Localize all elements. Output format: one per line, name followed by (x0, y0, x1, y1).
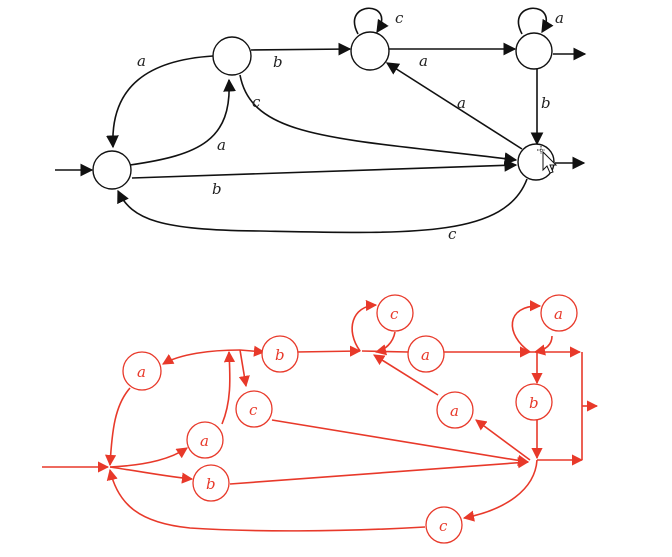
svg-text:a: a (137, 363, 146, 381)
red-rail-to-n1 (162, 349, 241, 365)
svg-text:b: b (529, 394, 539, 412)
red-node-9: a (436, 391, 474, 429)
red-node-3: c (376, 294, 414, 332)
label-e4: c (252, 93, 261, 111)
automaton-diagram: a b a c b c a a a b c (55, 7, 587, 243)
red-rail-to-n6 (238, 349, 250, 388)
svg-text:c: c (390, 305, 399, 323)
svg-text:a: a (450, 402, 459, 420)
red-n4-up (221, 350, 236, 425)
svg-text:a: a (200, 432, 209, 450)
red-n5-to-hub (229, 457, 530, 485)
red-hub-to-n9 (475, 419, 531, 461)
red-top-rail (239, 345, 266, 357)
label-e5: b (212, 180, 222, 198)
label-e10: b (541, 94, 551, 112)
state-q2 (350, 31, 390, 71)
red-node-6: c (235, 390, 273, 428)
red-node-1: a (122, 351, 162, 391)
label-e3: a (217, 136, 226, 154)
red-n6-to-hub (271, 419, 530, 466)
red-node-10: b (515, 383, 553, 421)
state-q3 (515, 32, 553, 70)
red-n3-out (374, 331, 396, 356)
label-e2: b (273, 53, 283, 71)
edge-q0-q4-b (131, 158, 518, 179)
red-n8-loop (511, 300, 542, 353)
red-junction-to-n4 (109, 447, 188, 468)
red-node-8: a (540, 294, 578, 332)
red-hub-to-n11 (462, 459, 538, 522)
red-n2-right (295, 345, 362, 357)
edge-q1-q2-b (250, 42, 352, 56)
red-n9-to-n7 (373, 354, 439, 396)
red-n8-out (533, 335, 553, 356)
edge-q1-q4-c (239, 74, 518, 165)
label-e9: a (457, 94, 466, 112)
red-n11-back (106, 468, 426, 532)
red-node-11: c (425, 506, 463, 544)
edge-q1-q0-a (106, 55, 214, 149)
label-e7: a (419, 52, 428, 70)
red-to-n7 (361, 350, 409, 353)
svg-text:b: b (206, 475, 216, 493)
svg-text:b: b (275, 346, 285, 364)
edge-q0-q1-a (129, 78, 236, 166)
red-n1-down (104, 387, 131, 467)
expression-graph: a b c a b c a a (42, 294, 599, 544)
edge-q4-q0-c (117, 178, 528, 234)
edge-q2-loop-c (353, 7, 389, 35)
svg-text:c: c (249, 401, 258, 419)
svg-text:c: c (439, 517, 448, 535)
red-n7-loop-to-n3 (351, 299, 378, 352)
svg-text:a: a (554, 305, 563, 323)
edge-q4-q2-a (385, 62, 523, 150)
red-node-7: a (407, 335, 445, 373)
label-e11: c (448, 225, 457, 243)
label-e8: a (555, 9, 564, 27)
state-q0 (92, 150, 132, 190)
label-e6: c (395, 9, 404, 27)
mouse-cursor-icon (537, 146, 558, 174)
red-node-2: b (261, 335, 299, 373)
red-node-5: b (192, 464, 230, 502)
red-node-4: a (186, 421, 224, 459)
svg-text:a: a (421, 346, 430, 364)
edge-q3-loop-a (517, 7, 554, 35)
label-e1: a (137, 52, 146, 70)
red-junction-to-n5 (109, 466, 194, 484)
state-q1 (212, 36, 252, 76)
state-q4 (517, 143, 555, 181)
